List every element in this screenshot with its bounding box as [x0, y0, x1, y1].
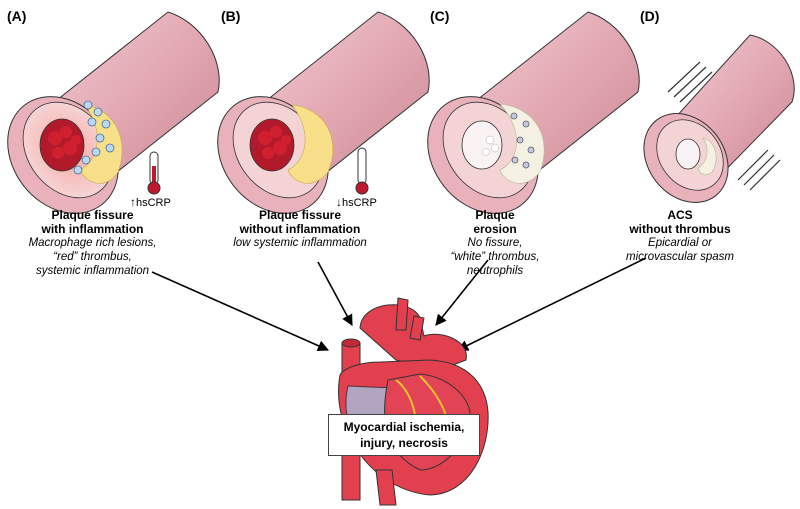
panel-letter-a: (A) — [7, 8, 27, 24]
caption-c-desc-3: neutrophils — [466, 265, 524, 277]
macrophages-a — [73, 100, 115, 175]
arrow-d — [456, 257, 647, 351]
outcome-box: Myocardial ischemia, injury, necrosis — [328, 414, 480, 456]
caption-c-desc-2: “white” thrombus, — [450, 251, 540, 263]
arrow-b — [317, 261, 353, 326]
vessel-c — [427, 11, 640, 214]
outcome-line-1: Myocardial ischemia, — [343, 420, 465, 434]
arrow-c — [435, 259, 489, 326]
caption-c: Plaque erosion No fissure, “white” throm… — [425, 208, 565, 278]
red-thrombus-a — [48, 126, 81, 159]
panel-letter-b: (B) — [221, 8, 241, 24]
caption-a-desc-3: systemic inflammation — [35, 265, 150, 277]
hscrp-down-label: ↓hsCRP — [336, 195, 377, 209]
caption-c-desc-1: No fissure, — [467, 237, 523, 249]
panel-letter-d: (D) — [640, 8, 660, 24]
caption-d: ACS without thrombus Epicardial or micro… — [600, 208, 760, 264]
hscrp-up-label: ↑hsCRP — [130, 195, 171, 209]
caption-b-desc-1: low systemic inflammation — [233, 237, 367, 249]
arrow-down-icon: ↓ — [336, 195, 342, 209]
arrow-up-icon: ↑ — [130, 195, 136, 209]
caption-a-title2: with inflammation — [41, 222, 144, 236]
caption-a-desc-2: “red” thrombus, — [53, 251, 132, 263]
plaque-d — [697, 137, 717, 176]
red-thrombus-b — [258, 126, 291, 159]
caption-a-desc-1: Macrophage rich lesions, — [28, 237, 157, 249]
caption-b: Plaque fissure without inflammation low … — [195, 208, 405, 250]
thermometer-high-icon — [147, 151, 161, 195]
vessel-b — [217, 11, 430, 214]
panel-letter-c: (C) — [430, 8, 450, 24]
thermometer-low-icon — [355, 147, 369, 195]
caption-d-title: ACS — [667, 208, 693, 222]
caption-b-title2: without inflammation — [239, 222, 361, 236]
plaque-b — [287, 104, 334, 184]
caption-c-title: Plaque — [475, 208, 515, 222]
outcome-line-2: injury, necrosis — [360, 436, 448, 450]
white-plaque-c — [499, 103, 545, 184]
neutrophils-c — [510, 112, 535, 169]
arrow-a — [151, 271, 330, 352]
caption-d-desc-1: Epicardial or — [648, 237, 712, 249]
caption-a: Plaque fissure with inflammation Macroph… — [0, 208, 185, 278]
vessel-a — [7, 11, 220, 214]
caption-d-desc-2: microvascular spasm — [626, 251, 734, 263]
caption-d-title2: without thrombus — [629, 222, 731, 236]
heart-icon — [338, 297, 489, 506]
caption-c-title2: erosion — [473, 222, 517, 236]
caption-b-title: Plaque fissure — [258, 208, 342, 222]
white-thrombus-c — [482, 135, 500, 156]
arrows — [151, 257, 647, 352]
vessel-d — [643, 34, 795, 203]
spasm-lines-icon — [667, 61, 781, 191]
caption-a-title: Plaque fissure — [51, 208, 134, 222]
